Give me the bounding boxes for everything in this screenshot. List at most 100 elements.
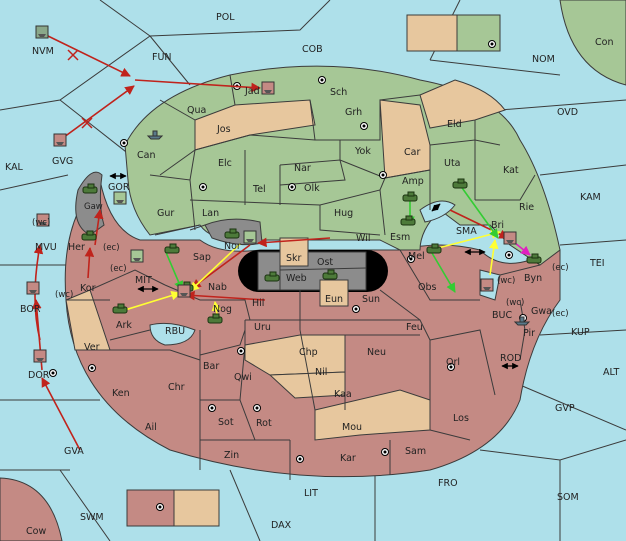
label-gwa: Gwa <box>531 306 552 317</box>
label-hug: Hug <box>334 208 353 219</box>
void-marks <box>67 49 93 129</box>
label-ost: Ost <box>317 257 333 268</box>
fleet-units <box>26 25 531 363</box>
label-kup: KUP <box>571 327 590 338</box>
label-uta: Uta <box>444 158 461 169</box>
label-ark: Ark <box>116 320 132 331</box>
label-alt: ALT <box>603 367 619 378</box>
box-orn <box>173 489 220 527</box>
label-ec4: (ec) <box>552 263 569 273</box>
label-sun: Sun <box>362 294 380 305</box>
label-sot: Sot <box>218 417 234 428</box>
label-rod: ROD <box>500 353 521 364</box>
label-gaw: Gaw <box>84 202 103 212</box>
label-dax: DAX <box>271 520 292 531</box>
label-skr: Skr <box>286 253 302 264</box>
label-jad: Jad <box>244 86 260 97</box>
label-ec3: (ec) <box>552 309 569 319</box>
label-eun: Eun <box>325 294 343 305</box>
label-sma: SMA <box>456 226 477 237</box>
label-sam: Sam <box>405 446 426 457</box>
label-fro: FRO <box>438 478 458 489</box>
label-sch: Sch <box>330 87 347 98</box>
sea-sma-bay <box>419 200 456 223</box>
label-jos: Jos <box>216 124 231 135</box>
label-nar: Nar <box>294 163 311 174</box>
label-zin: Zin <box>224 450 239 461</box>
label-nvm: NVM <box>32 46 54 57</box>
label-wc3: (wc) <box>506 298 524 308</box>
south-borders <box>66 249 541 480</box>
label-qwi: Qwi <box>234 372 252 383</box>
box-aba <box>126 489 175 527</box>
label-bar: Bar <box>203 361 219 372</box>
label-hil: Hil <box>252 298 264 309</box>
label-ec1: (ec) <box>103 243 120 253</box>
region-labels: POL COB FUN NVM NOM Con OVD KAM KAL GVG … <box>5 12 619 537</box>
region-eld[interactable] <box>419 79 506 129</box>
label-gva: GVA <box>64 446 84 457</box>
label-bor: BOR <box>20 304 41 315</box>
region-ost-web[interactable] <box>257 251 367 291</box>
label-wil: Wil <box>356 233 370 244</box>
label-swm: SWM <box>80 512 104 523</box>
label-byn: Byn <box>524 273 542 284</box>
label-ken: Ken <box>112 388 130 399</box>
orders <box>31 35 531 451</box>
label-kor: Kor <box>80 283 96 294</box>
label-ec2: (ec) <box>110 264 127 274</box>
label-grh: Grh <box>345 107 362 118</box>
label-gvp: GVP <box>555 403 575 414</box>
region-car[interactable] <box>379 99 431 179</box>
label-feu: Feu <box>406 322 423 333</box>
label-tei: TEI <box>589 258 605 269</box>
label-kaa: Kaa <box>334 389 352 400</box>
label-nil: Nil <box>315 367 327 378</box>
label-sap: Sap <box>193 252 211 263</box>
label-mit: MIT <box>135 275 152 286</box>
label-kat: Kat <box>503 165 519 176</box>
label-ovd: OVD <box>557 107 578 118</box>
label-elc: Elc <box>218 158 232 169</box>
label-car: Car <box>404 147 420 158</box>
label-dor: DOR <box>28 370 50 381</box>
label-obs: Obs <box>418 282 437 293</box>
label-uru: Uru <box>254 322 271 333</box>
label-mel: Mel <box>408 251 425 262</box>
label-her: Her <box>68 242 85 253</box>
label-rot: Rot <box>256 418 272 429</box>
label-olk: Olk <box>304 183 320 194</box>
label-ver: Ver <box>84 342 100 353</box>
link-arrows <box>109 172 519 370</box>
label-nab: Nab <box>208 282 227 293</box>
label-kam: KAM <box>580 192 601 203</box>
label-buc: BUC <box>492 310 512 321</box>
label-esm: Esm <box>390 232 410 243</box>
region-eun[interactable] <box>319 279 349 307</box>
label-pir: Pir <box>523 328 535 339</box>
label-amp: Amp <box>402 176 424 187</box>
label-los: Los <box>453 413 469 424</box>
label-orl: Orl <box>446 357 460 368</box>
label-gor: GOR <box>108 182 130 193</box>
region-skr[interactable] <box>279 237 309 267</box>
label-wc4: (wc) <box>497 276 515 286</box>
label-qua: Qua <box>187 105 206 116</box>
label-chp: Chp <box>299 347 318 358</box>
label-som: SOM <box>557 492 579 503</box>
label-rbu: RBU <box>165 326 185 337</box>
label-yok: Yok <box>354 146 371 157</box>
label-cow: Cow <box>26 526 46 537</box>
label-cob: COB <box>302 44 323 55</box>
label-kar: Kar <box>340 453 356 464</box>
label-nor: Nor <box>224 241 241 252</box>
label-gvg: GVG <box>52 156 73 167</box>
label-lit: LIT <box>304 488 318 499</box>
sea-rbu-bay <box>149 322 196 346</box>
north-borders <box>149 74 536 236</box>
label-pol: POL <box>216 12 235 23</box>
label-eld: Eld <box>447 119 462 130</box>
label-rie: Rie <box>519 202 534 213</box>
